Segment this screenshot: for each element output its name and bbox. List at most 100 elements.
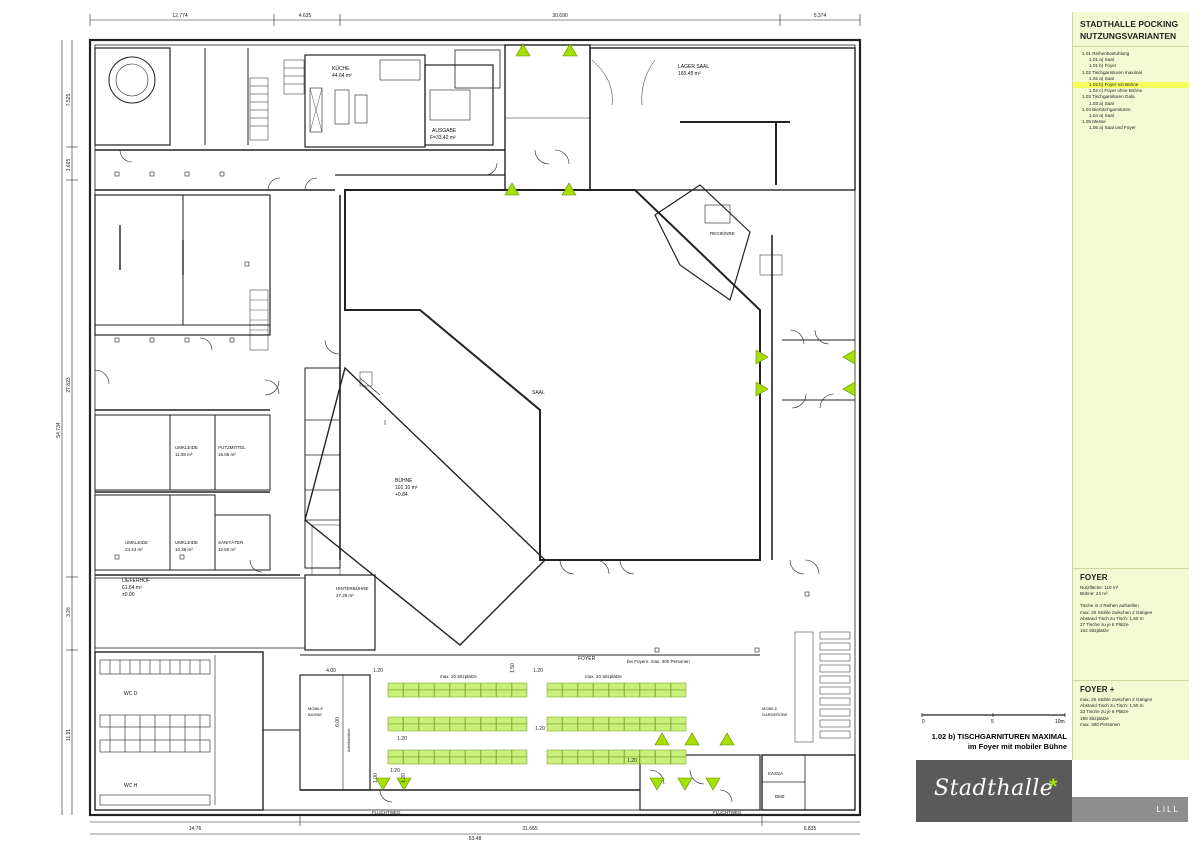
table-cell — [655, 689, 671, 698]
table-cell — [480, 716, 497, 725]
lill-text: LILL — [1156, 805, 1180, 814]
table-cell — [655, 756, 671, 765]
table-cell — [624, 689, 640, 698]
table-cell — [670, 723, 687, 732]
room-wc-d: WC D — [124, 691, 138, 697]
foyer-dim-7: 1.20 — [535, 726, 545, 732]
table-cell — [577, 756, 594, 765]
foyer-lines-line-1: Bühne: 24 m² — [1080, 591, 1108, 597]
dim-bottom-2: 31.655 — [522, 826, 538, 832]
panel-title: STADTHALLE POCKING NUTZUNGSVARIANTEN — [1073, 12, 1189, 47]
foyer-dim-5: 1.20 — [390, 768, 400, 774]
table-cell — [403, 689, 419, 698]
foyer-dim-6: 1.20 — [397, 736, 407, 742]
table-cell — [449, 723, 466, 732]
variant-item-9[interactable]: 1.04 Biertischgarnituren — [1082, 106, 1131, 112]
table-cell — [418, 749, 435, 758]
table-cell — [387, 689, 404, 698]
table-cell — [449, 689, 466, 698]
table-cell — [670, 682, 687, 691]
dim-left-5: 11.91 — [66, 729, 72, 741]
table-cell — [639, 689, 656, 698]
room-kueche-area: 44.64 m² — [332, 73, 352, 79]
variant-item-3[interactable]: 1.02 Tischgarnituren maximal — [1082, 69, 1143, 75]
variant-item-7[interactable]: 1.03 Tischgarnituren Gala — [1082, 94, 1135, 100]
caption-line-2: im Foyer mit mobiler Bühne — [967, 742, 1067, 751]
variant-item-2[interactable]: 1.01 b) Foyer — [1089, 63, 1117, 69]
room-umkleide-2-area: 24.43 m² — [125, 547, 143, 552]
variant-item-5[interactable]: 1.02 b) Foyer mit Bühne — [1073, 82, 1189, 89]
variant-item-4[interactable]: 1.02 a) Saal — [1089, 75, 1114, 81]
stadthalle-logo: Stadthalle * — [916, 760, 1072, 822]
room-hinterbuehne: HINTERBÜHNE — [336, 585, 369, 591]
scale-5: 5 — [991, 719, 994, 725]
exit-label-2: FLUCHTWEG — [713, 810, 742, 815]
table-cell — [562, 723, 578, 732]
foyer-dim-9: 1.50 — [510, 663, 516, 673]
foyer-note: bei Foyern: max. 300 Personen — [627, 659, 690, 664]
table-cell — [480, 723, 497, 732]
room-saal: SAAL — [532, 390, 545, 396]
table-cell — [496, 716, 512, 725]
table-cell — [449, 682, 466, 691]
foyer-dim-11: 1.20 — [401, 773, 407, 783]
caption-line-1: 1.02 b) TISCHGARNITUREN MAXIMAL — [931, 732, 1067, 741]
foyerplus-lines-line-4: max. 300 Personen — [1080, 721, 1120, 727]
room-sanitaeter-area: 12.50 m² — [218, 547, 236, 552]
room-foyer: FOYER — [578, 656, 596, 662]
table-cell — [670, 716, 687, 725]
variant-item-8[interactable]: 1.03 a) Saal — [1089, 100, 1114, 106]
foyer-lines-line-4: max. 20 Stühle zwischen 2 Gängen — [1080, 609, 1153, 615]
variant-item-0[interactable]: 1.01 Reihenbestuhlung — [1082, 51, 1130, 56]
foyer-dim-2: 1.20 — [373, 668, 383, 674]
variant-item-1[interactable]: 1.01 a) Saal — [1089, 57, 1114, 63]
mobile-garderobe-2: GARDEROBE — [762, 712, 788, 717]
table-cell — [655, 716, 671, 725]
table-cell — [562, 756, 578, 765]
variant-item-6[interactable]: 1.02 c) Foyer ohne Bühne — [1089, 88, 1143, 94]
foyer-dim-8: 6.00 — [335, 717, 341, 727]
floor-plan: 12.774 4.635 30.690 5.374 14.76 31.655 6… — [56, 13, 862, 842]
foyer-plus-heading: FOYER + — [1080, 685, 1115, 694]
lill-logo: LILL — [1072, 797, 1188, 822]
table-cell — [608, 749, 625, 758]
room-lager-saal: LAGER SAAL — [678, 64, 709, 70]
room-buehne: BÜHNE — [395, 477, 413, 484]
foyer-dim-1: 4.00 — [326, 668, 336, 674]
foyer-heading: FOYER — [1080, 573, 1108, 582]
dim-top-2: 4.635 — [299, 13, 312, 19]
table-cell — [465, 723, 481, 732]
table-cell — [418, 689, 435, 698]
room-sanitaeter: SANITÄTER — [218, 539, 244, 545]
room-wc-h: WC H — [124, 783, 138, 789]
variant-item-12[interactable]: 1.05 a) Saal und Foyer — [1089, 125, 1136, 131]
table-cell — [546, 723, 563, 732]
table-cell — [465, 756, 481, 765]
table-cell — [639, 723, 656, 732]
room-umkleide-3-area: 10.39 m² — [175, 547, 193, 552]
table-cell — [403, 716, 419, 725]
table-cell — [546, 716, 563, 725]
table-cell — [562, 716, 578, 725]
table-cell — [511, 749, 528, 758]
table-cell — [562, 682, 578, 691]
table-cell — [387, 682, 404, 691]
table-cell — [496, 723, 512, 732]
variant-item-11[interactable]: 1.05 Messe — [1082, 119, 1106, 125]
table-cell — [670, 689, 687, 698]
seats-label-2: max. 20 Sitzplätze — [585, 674, 622, 679]
mobile-buehne-1: MOBILE — [308, 706, 323, 711]
table-cell — [449, 749, 466, 758]
table-cell — [577, 689, 594, 698]
table-cell — [624, 682, 640, 691]
foyerplus-lines-line-3: 198 Sitzplätze — [1080, 715, 1109, 721]
room-lieferhof-area: 61.64 m² — [122, 585, 142, 591]
foyer-plus-section: FOYER + max. 20 Stühle zwischen 2 Gängen… — [1073, 680, 1189, 728]
table-cell — [624, 749, 640, 758]
variant-item-10[interactable]: 1.04 a) Saal — [1089, 113, 1114, 119]
table-cell — [434, 682, 450, 691]
table-cell — [639, 716, 656, 725]
exit-label-1: FLUCHTWEG — [372, 810, 401, 815]
room-bmz: BMZ — [775, 794, 785, 799]
